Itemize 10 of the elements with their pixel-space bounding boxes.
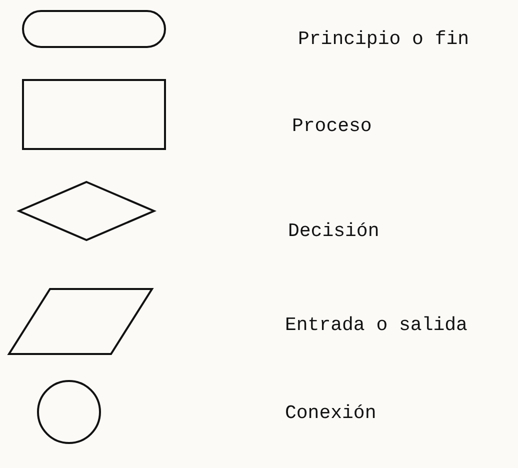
- terminator-shape: [22, 10, 166, 48]
- shape-description: Entrada o salida: [285, 316, 468, 335]
- shape-description: Conexión: [285, 404, 376, 423]
- shape-description: Principio o fin: [298, 30, 470, 49]
- decision-diamond: [16, 180, 157, 242]
- shape-description: Proceso: [292, 117, 372, 136]
- process-rectangle: [22, 79, 166, 150]
- input-output-parallelogram: [7, 288, 154, 355]
- connector-circle: [37, 380, 101, 444]
- shape-description: Decisión: [288, 222, 380, 241]
